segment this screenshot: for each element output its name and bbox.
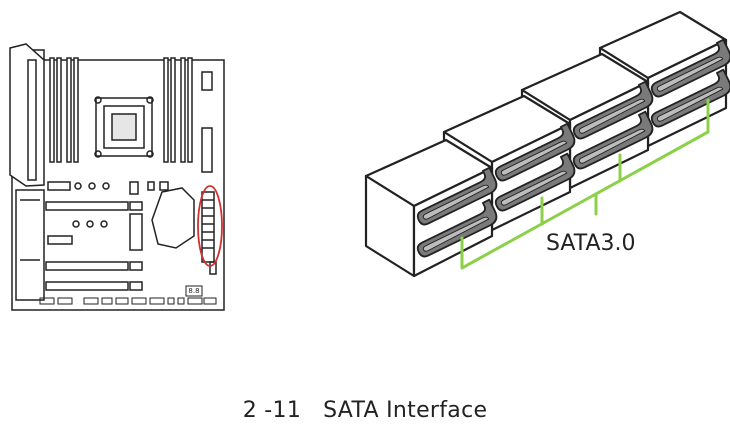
sata-version-label: SATA3.0 — [546, 231, 635, 256]
pcie-slot-2 — [46, 262, 142, 270]
pcie-slot-1 — [46, 202, 142, 210]
figure-caption: 2 -11 SATA Interface — [0, 398, 730, 423]
sata-block-1 — [366, 140, 500, 276]
pcie-slot-3 — [46, 282, 142, 290]
motherboard-illustration — [10, 44, 224, 310]
figure-number: 2 -11 — [243, 398, 301, 423]
sata-connectors-on-board — [202, 192, 214, 262]
cpu-socket — [95, 97, 153, 157]
jumper-label: 8.8 — [188, 287, 199, 295]
figure-title: SATA Interface — [323, 398, 487, 423]
